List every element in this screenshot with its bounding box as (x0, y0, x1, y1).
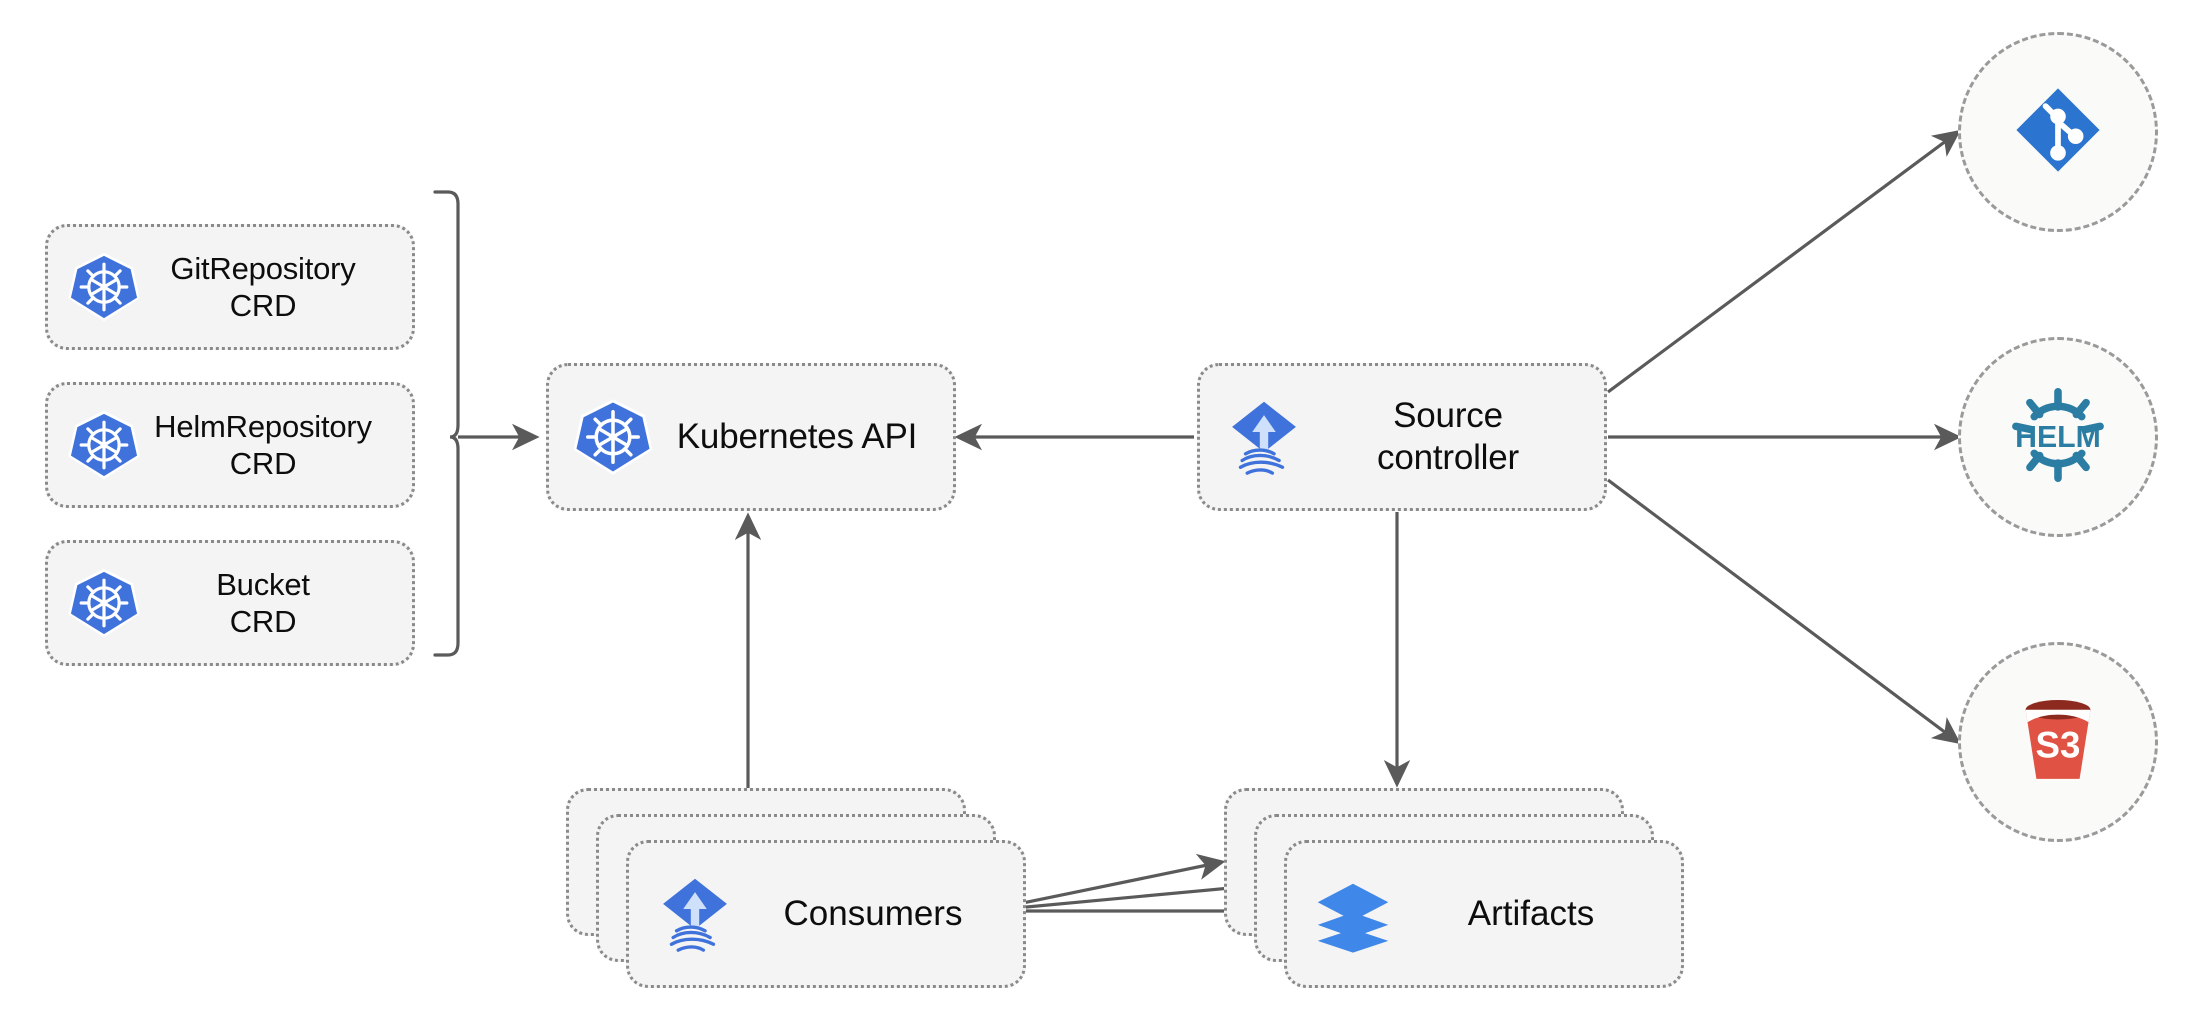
node-kubernetes-api[interactable]: Kubernetes API (546, 363, 956, 511)
crd-card-label: Bucket CRD (216, 566, 310, 639)
edge-source-controller-to-git (1607, 129, 1961, 394)
crd-card-gitrepository[interactable]: GitRepository CRD (45, 224, 415, 350)
edge-source-controller-to-s3 (1607, 478, 1961, 745)
kubernetes-icon (66, 565, 142, 641)
node-source-controller[interactable]: Source controller (1197, 363, 1607, 511)
node-label: Source controller (1377, 396, 1519, 477)
flux-icon (1222, 395, 1306, 479)
crd-group-bracket (433, 190, 460, 657)
kubernetes-icon (571, 395, 655, 479)
helm-icon: HELM (2004, 381, 2112, 494)
node-artifacts[interactable]: Artifacts (1284, 840, 1684, 988)
kubernetes-icon (66, 407, 142, 483)
target-helm[interactable]: HELM (1958, 337, 2158, 537)
kubernetes-icon (66, 249, 142, 325)
crd-card-label: HelmRepository CRD (154, 408, 372, 481)
target-s3[interactable]: S3 (1958, 642, 2158, 842)
node-label: Artifacts (1467, 894, 1595, 933)
node-label: Consumers (783, 894, 963, 933)
crd-card-label: GitRepository CRD (170, 250, 356, 323)
helm-label: HELM (2015, 420, 2101, 453)
s3-icon: S3 (2004, 686, 2112, 799)
crd-card-helmrepository[interactable]: HelmRepository CRD (45, 382, 415, 508)
target-git[interactable] (1958, 32, 2158, 232)
flux-icon (653, 872, 737, 956)
git-icon (2006, 78, 2110, 187)
layers-icon (1311, 872, 1395, 956)
node-label: Kubernetes API (676, 417, 918, 456)
s3-label: S3 (2036, 724, 2081, 765)
node-consumers[interactable]: Consumers (626, 840, 1026, 988)
crd-card-bucket[interactable]: Bucket CRD (45, 540, 415, 666)
